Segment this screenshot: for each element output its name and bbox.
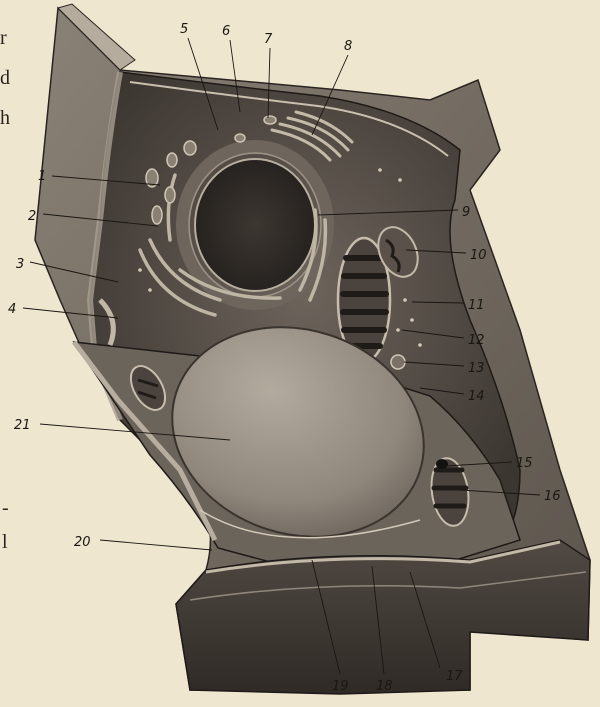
microbody — [391, 355, 405, 369]
label-16: 16 — [544, 489, 561, 504]
label-2: 2 — [28, 209, 36, 224]
label-19: 19 — [332, 679, 349, 694]
label-8: 8 — [344, 39, 352, 54]
label-21: 21 — [14, 418, 31, 433]
label-13: 13 — [468, 361, 485, 376]
label-3: 3 — [16, 257, 24, 272]
label-11: 11 — [468, 298, 485, 313]
label-6: 6 — [222, 24, 230, 39]
label-9: 9 — [462, 205, 470, 220]
label-18: 18 — [376, 679, 393, 694]
label-12: 12 — [468, 333, 485, 348]
label-10: 10 — [470, 248, 487, 263]
label-1: 1 — [38, 169, 46, 184]
label-14: 14 — [468, 389, 485, 404]
label-15: 15 — [516, 456, 533, 471]
label-7: 7 — [264, 32, 273, 47]
label-4: 4 — [8, 302, 16, 317]
label-5: 5 — [180, 22, 188, 37]
label-17: 17 — [446, 669, 463, 684]
nucleus — [195, 159, 315, 291]
label-20: 20 — [74, 535, 91, 550]
